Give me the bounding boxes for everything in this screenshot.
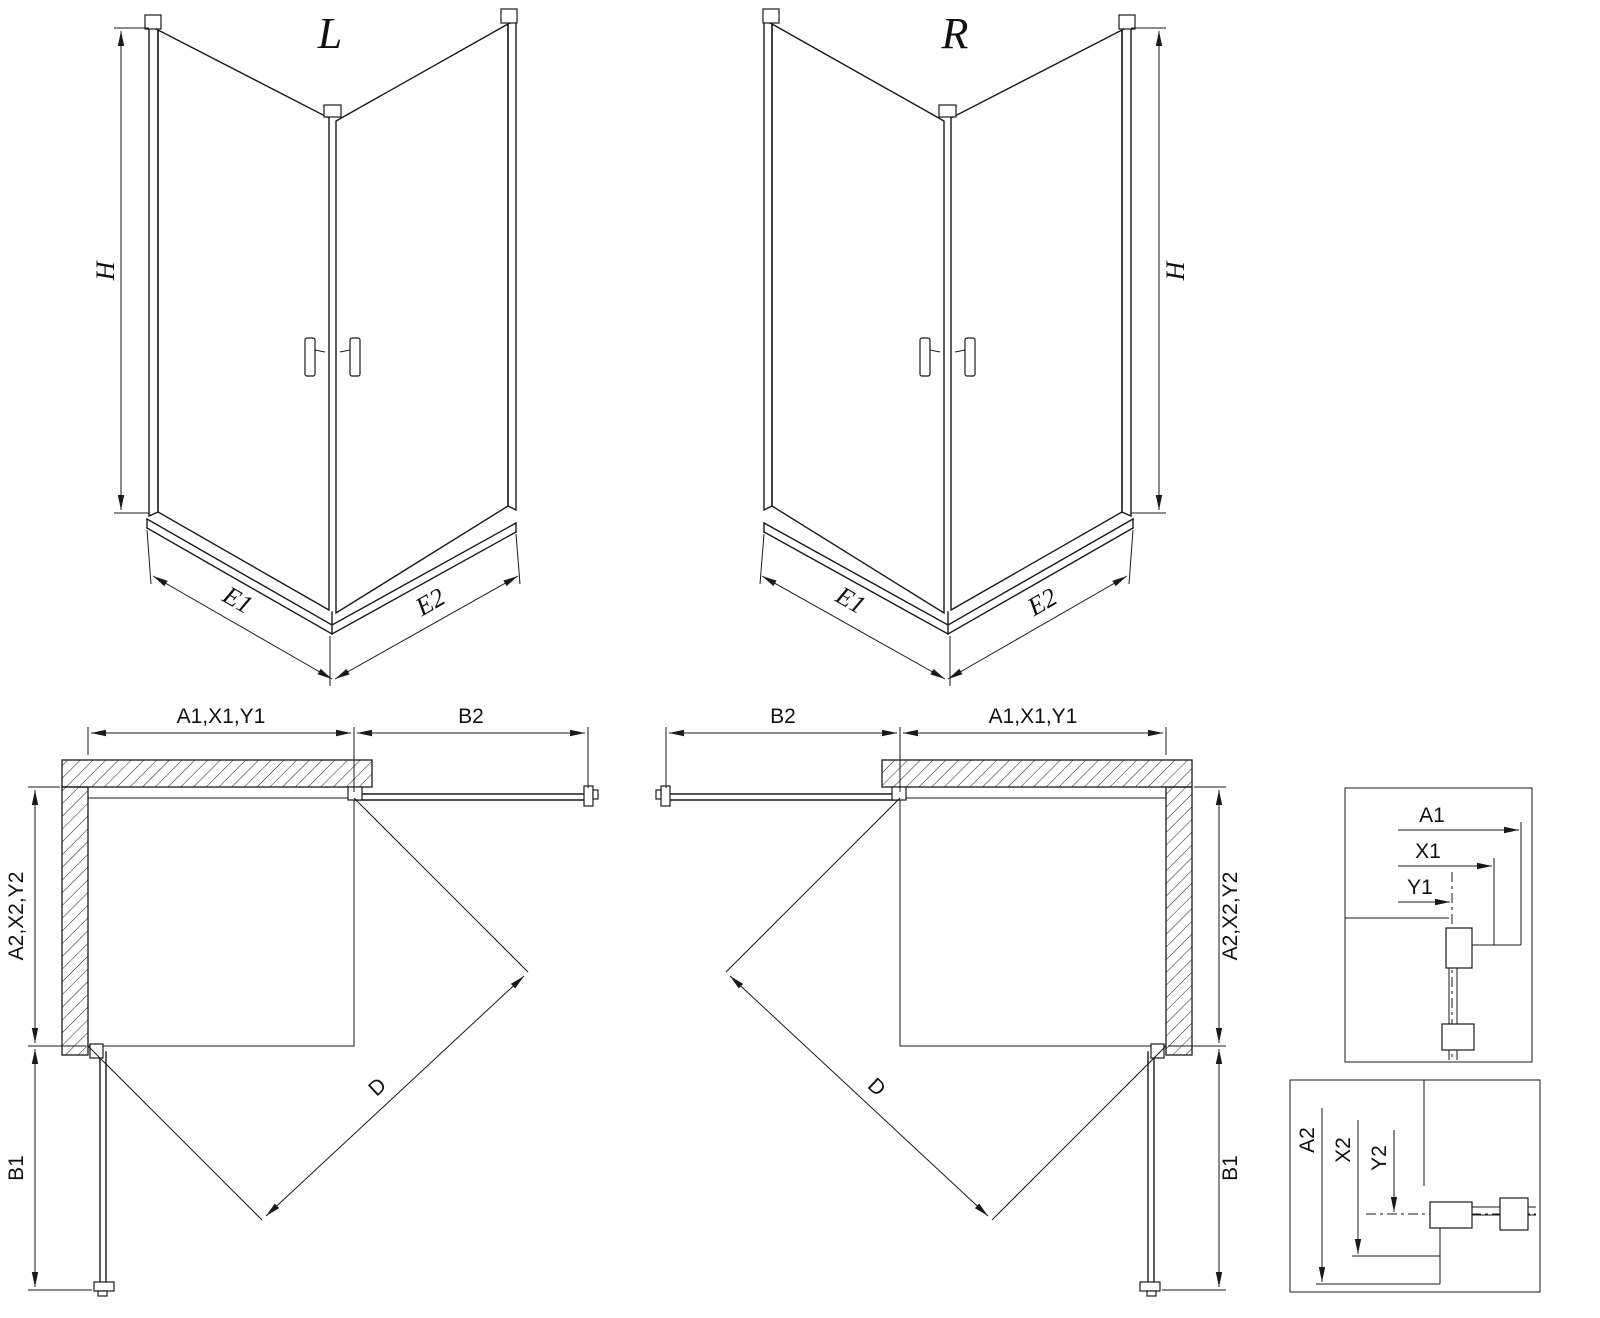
corner-bracket-icon	[323, 104, 342, 118]
top-width-dimension: A1,X1,Y1	[87, 705, 355, 792]
door-depth-dimension: B1	[1162, 1049, 1242, 1291]
left-wall-profile	[148, 24, 159, 518]
top-bracket-icon	[1118, 14, 1136, 30]
height-dim-label: H	[1161, 260, 1190, 281]
door-edge-profile	[1139, 1281, 1161, 1292]
y1-detail-label: Y1	[1407, 876, 1433, 899]
e1-dim-label: E1	[830, 580, 870, 620]
door-handle-icon	[919, 337, 931, 377]
depth-dimension: A2,X2,Y2	[1168, 786, 1242, 1047]
diagonal-dimension-line	[729, 975, 989, 1217]
height-dim-label: H	[91, 260, 120, 281]
detail-width-profile: A1 X1 Y1	[1344, 787, 1533, 1063]
hinge-bracket-icon	[1150, 1043, 1165, 1059]
a1-dim-label: A1,X1,Y1	[989, 705, 1078, 728]
right-glass-panel	[950, 28, 1123, 612]
height-dimension: H	[91, 27, 149, 514]
profile-bracket	[1445, 927, 1473, 969]
door-45deg-line	[991, 1045, 1167, 1221]
door-handle-icon	[1146, 1290, 1157, 1297]
left-wall-hatched	[61, 786, 89, 1056]
profile-foot	[1441, 1023, 1475, 1051]
detail-box	[1289, 1079, 1541, 1293]
top-door-open	[655, 785, 907, 807]
right-wall-profile	[1121, 24, 1132, 518]
side-door-open	[89, 1043, 115, 1297]
door-handle-icon	[592, 789, 599, 800]
diagonal-dim-label: D	[364, 1074, 391, 1101]
tray-outline	[87, 797, 355, 1047]
top-wall-hatched	[61, 759, 373, 788]
door-width-dimension: B2	[357, 705, 589, 788]
side-door-open	[1139, 1043, 1165, 1297]
door-45deg-line	[87, 1045, 263, 1221]
right-wall-hatched	[1165, 786, 1193, 1056]
left-width-dimension: E1	[146, 529, 333, 686]
door-handle-icon	[97, 1290, 108, 1297]
b2-dim-label: B2	[770, 705, 796, 728]
x2-detail-label: X2	[1332, 1137, 1355, 1163]
shower-tray	[146, 518, 517, 635]
left-glass-panel	[157, 28, 330, 612]
door-handle-icon	[655, 789, 662, 800]
view-name-label-left: L	[317, 9, 342, 58]
left-wall-profile	[763, 18, 773, 512]
e1-dim-label: E1	[217, 580, 257, 620]
a2-dim-label: A2,X2,Y2	[5, 872, 28, 961]
profile-bracket	[1429, 1201, 1473, 1229]
top-width-dimension: A1,X1,Y1	[899, 705, 1167, 792]
door-handle-icon	[304, 337, 316, 377]
profile-foot	[1499, 1197, 1529, 1231]
corner-bracket-icon	[938, 104, 957, 118]
a2-detail-label: A2	[1296, 1127, 1319, 1153]
tray-outline	[899, 797, 1167, 1047]
hinge-bracket-icon	[89, 1043, 104, 1059]
depth-dimension: A2,X2,Y2	[5, 786, 86, 1047]
hinge-bracket-icon	[347, 786, 363, 801]
door-edge-profile	[583, 785, 594, 807]
b1-dim-label: B1	[1219, 1155, 1242, 1181]
plan-view-left: D A1,X1,Y1 B2 A2,X2,Y2 B1	[5, 705, 599, 1297]
diagonal-dimension-line	[265, 975, 525, 1217]
detail-depth-profile: A2 X2 Y2	[1289, 1079, 1541, 1293]
b1-dim-label: B1	[5, 1155, 28, 1181]
hinge-bracket-icon	[891, 786, 907, 801]
b2-dim-label: B2	[458, 705, 484, 728]
door-edge-profile	[93, 1281, 115, 1292]
detail-box	[1344, 787, 1533, 1063]
a1-detail-label: A1	[1419, 804, 1445, 827]
door-45deg-line	[353, 797, 529, 973]
plan-view-right: D A1,X1,Y1 B2 A2,X2,Y2 B1	[655, 705, 1242, 1297]
top-wall-hatched	[881, 759, 1193, 788]
right-wall-profile	[507, 18, 517, 512]
door-depth-dimension: B1	[5, 1049, 92, 1291]
door-width-dimension: B2	[665, 705, 897, 788]
top-door-open	[347, 785, 599, 807]
x1-detail-label: X1	[1415, 840, 1441, 863]
a1-dim-label: A1,X1,Y1	[177, 705, 266, 728]
left-width-dimension: E2	[947, 529, 1134, 686]
y2-detail-label: Y2	[1368, 1145, 1391, 1171]
door-edge-profile	[660, 785, 671, 807]
door-handle-icon	[964, 337, 976, 377]
perspective-view-left: H E1 E2 L	[91, 8, 521, 686]
perspective-view-right: H E2 E1 R	[759, 8, 1190, 686]
a2-dim-label: A2,X2,Y2	[1219, 872, 1242, 961]
door-45deg-line	[725, 797, 901, 973]
left-glass-panel	[771, 22, 945, 615]
top-bracket-icon	[144, 14, 162, 30]
height-dimension: H	[1131, 27, 1190, 514]
diagonal-dim-label: D	[863, 1074, 890, 1101]
top-bracket-icon	[500, 8, 518, 24]
right-glass-panel	[335, 22, 509, 615]
view-name-label-right: R	[941, 9, 969, 58]
door-handle-icon	[349, 337, 361, 377]
top-bracket-icon	[762, 8, 780, 24]
